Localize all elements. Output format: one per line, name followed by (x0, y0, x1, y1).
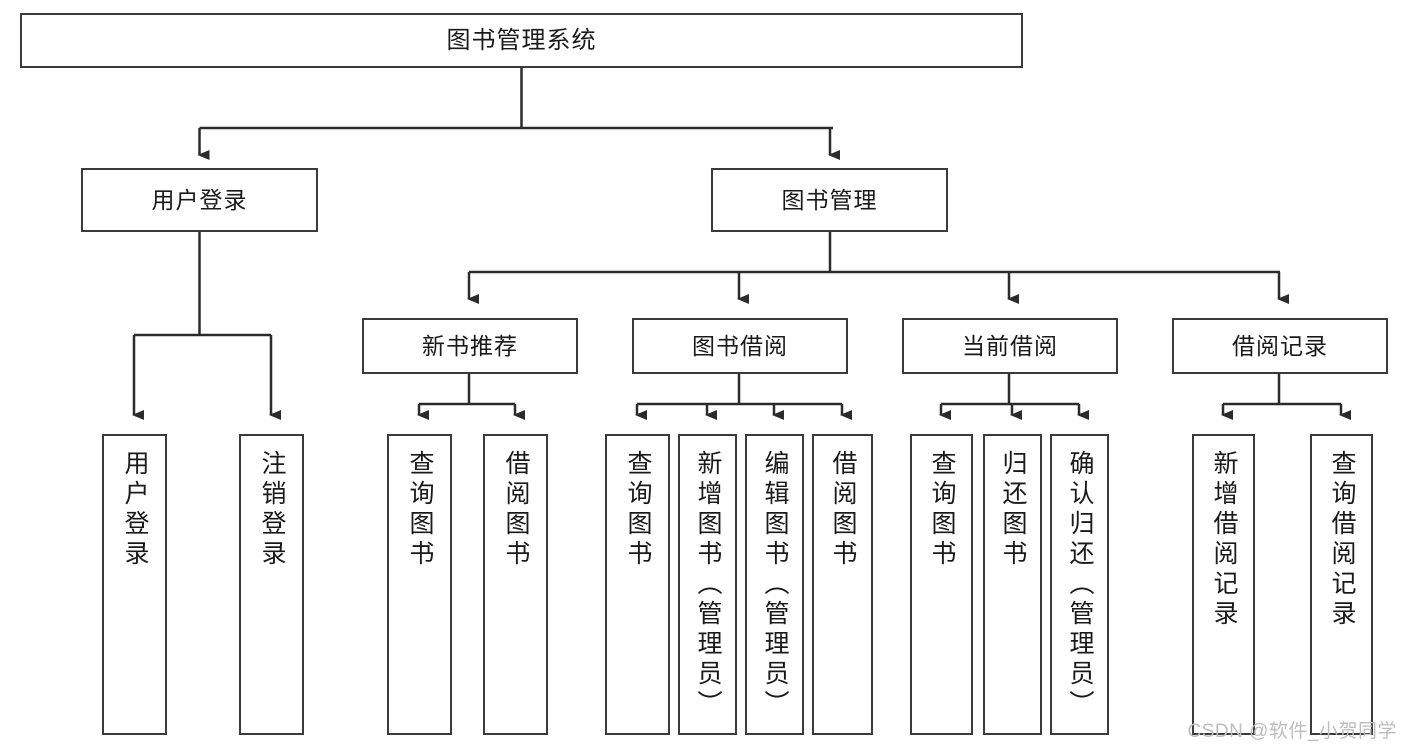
node-leaf-12[interactable]: 查询借阅记录 (1310, 434, 1373, 735)
node-leaf-5[interactable]: 新增图书（管理员） (678, 434, 737, 735)
node-label: 查询图书 (928, 450, 956, 570)
node-label: 借阅图书 (502, 450, 530, 570)
node-leaf-6[interactable]: 编辑图书（管理员） (745, 434, 804, 735)
node-leaf-10[interactable]: 确认归还（管理员） (1050, 434, 1109, 735)
node-label: 查询图书 (406, 450, 434, 570)
node-label: 新书推荐 (422, 332, 518, 359)
node-label: 借阅图书 (829, 450, 857, 570)
node-leaf-8[interactable]: 查询图书 (910, 434, 973, 735)
node-label: 图书管理 (781, 186, 878, 213)
node-leaf-11[interactable]: 新增借阅记录 (1192, 434, 1255, 735)
node-label: 确认归还（管理员） (1066, 450, 1094, 720)
watermark: CSDN @软件_小贺同学 (1187, 721, 1397, 742)
node-label: 查询借阅记录 (1328, 450, 1356, 630)
node-level2-1[interactable]: 图书管理 (711, 168, 948, 232)
node-label: 注销登录 (258, 450, 286, 570)
node-label: 新增图书（管理员） (694, 450, 722, 720)
node-leaf-9[interactable]: 归还图书 (983, 434, 1042, 735)
node-label: 新增借阅记录 (1210, 450, 1238, 630)
node-root-system[interactable]: 图书管理系统 (20, 13, 1023, 68)
node-label: 用户登录 (151, 186, 248, 213)
node-leaf-7[interactable]: 借阅图书 (812, 434, 873, 735)
node-leaf-4[interactable]: 查询图书 (605, 434, 670, 735)
node-label: 用户登录 (121, 450, 149, 570)
node-level3-1[interactable]: 图书借阅 (632, 318, 848, 374)
node-label: 借阅记录 (1232, 332, 1328, 359)
node-label: 归还图书 (999, 450, 1027, 570)
node-level2-0[interactable]: 用户登录 (81, 168, 318, 232)
node-leaf-3[interactable]: 借阅图书 (483, 434, 548, 735)
node-leaf-1[interactable]: 注销登录 (239, 434, 304, 735)
node-leaf-2[interactable]: 查询图书 (387, 434, 452, 735)
node-level3-2[interactable]: 当前借阅 (902, 318, 1118, 374)
node-label: 查询图书 (624, 450, 652, 570)
node-label: 编辑图书（管理员） (761, 450, 789, 720)
node-level3-3[interactable]: 借阅记录 (1172, 318, 1388, 374)
node-label: 图书借阅 (692, 332, 788, 359)
node-label: 图书管理系统 (446, 26, 597, 54)
node-label: 当前借阅 (962, 332, 1058, 359)
node-leaf-0[interactable]: 用户登录 (102, 434, 167, 735)
node-level3-0[interactable]: 新书推荐 (362, 318, 578, 374)
